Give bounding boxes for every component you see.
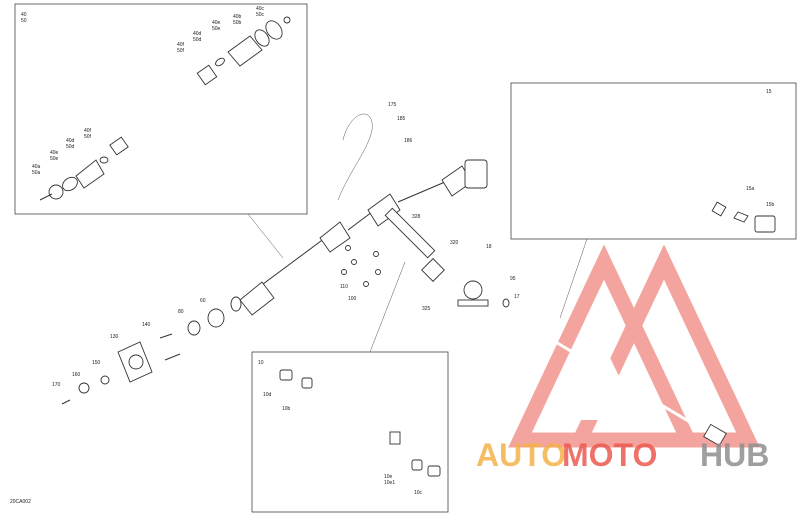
callout-18: 18: [486, 244, 492, 250]
diagram-code: 20CA002: [10, 499, 31, 505]
callout-40a: 40a: [32, 164, 41, 170]
callout-185: 185: [397, 116, 406, 122]
center-prop-shaft: [384, 207, 445, 282]
callout-150: 150: [92, 360, 101, 366]
callout-95: 95: [510, 276, 516, 282]
callout-10e-b: 10e1: [384, 480, 395, 486]
callout-15b: 15b: [766, 202, 775, 208]
callout-40d-top: 40d: [193, 31, 202, 37]
callout-50d-bot: 50d: [66, 144, 75, 150]
callout-17: 17: [514, 294, 520, 300]
callout-10c: 10c: [414, 490, 423, 496]
callout-40f-top: 40f: [177, 42, 185, 48]
callout-40b: 40b: [233, 14, 242, 20]
callout-100: 100: [348, 296, 357, 302]
callout-50b: 50b: [233, 20, 242, 26]
callout-50d-top: 50d: [193, 37, 202, 43]
callout-10e-a: 10e: [384, 474, 393, 480]
callout-10d: 10d: [263, 392, 272, 398]
callout-130: 130: [110, 334, 119, 340]
callout-50e-bot: 50e: [50, 156, 59, 162]
callout-50e-top: 50e: [212, 26, 221, 32]
callout-170: 170: [52, 382, 61, 388]
inset-rear-prop-shaft: [279, 369, 441, 477]
main-driveshaft: [230, 159, 488, 316]
callout-50f-top: 50f: [177, 48, 185, 54]
callout-80: 80: [178, 309, 184, 315]
callout-325: 325: [422, 306, 431, 312]
watermark-logo: [508, 244, 760, 448]
callout-15a: 15a: [746, 186, 755, 192]
callout-40e-bot: 40e: [50, 150, 59, 156]
rear-long-shaft: [511, 314, 727, 447]
callout-50a: 50a: [32, 170, 41, 176]
callout-328: 328: [412, 214, 421, 220]
watermark-text-auto: AUTO: [476, 437, 566, 473]
fasteners-center: [341, 245, 381, 287]
callouts: 40 50 40c 50c 40b 50b 40e 50e 40d 50d 40…: [10, 6, 775, 505]
center-bearing: [457, 280, 510, 308]
inset-prop-shaft: [525, 94, 776, 233]
callout-320: 320: [450, 240, 459, 246]
callout-40f-bot: 40f: [84, 128, 92, 134]
watermark-text-hub: HUB: [700, 437, 769, 473]
callout-110: 110: [340, 284, 348, 290]
callout-160: 160: [72, 372, 81, 378]
callout-140: 140: [142, 322, 151, 328]
callout-inset-bot: 10: [258, 360, 264, 366]
callout-inset-tl-a: 40: [21, 12, 27, 18]
callout-10b: 10b: [282, 406, 291, 412]
inset-box-prop-shaft: [510, 82, 797, 240]
callout-175: 175: [388, 102, 397, 108]
callout-50f-bot: 50f: [84, 134, 92, 140]
inset-box-left-driveshaft: [14, 3, 308, 215]
callout-50c: 50c: [256, 12, 265, 18]
inset-driveshaft-assembly: [39, 16, 291, 201]
callout-40d-bot: 40d: [66, 138, 75, 144]
callout-60: 60: [200, 298, 206, 304]
callout-186: 186: [404, 138, 413, 144]
callout-inset-tl-b: 50: [21, 18, 27, 24]
wheel-hub-assembly: [61, 308, 225, 405]
callout-40c: 40c: [256, 6, 265, 12]
callout-40e-top: 40e: [212, 20, 221, 26]
inset-box-rear-prop-shaft: [251, 351, 449, 513]
watermark-text: AUTO MOTO HUB: [476, 437, 769, 473]
callout-inset-tr: 15: [766, 89, 772, 95]
watermark-text-moto: MOTO: [562, 437, 657, 473]
